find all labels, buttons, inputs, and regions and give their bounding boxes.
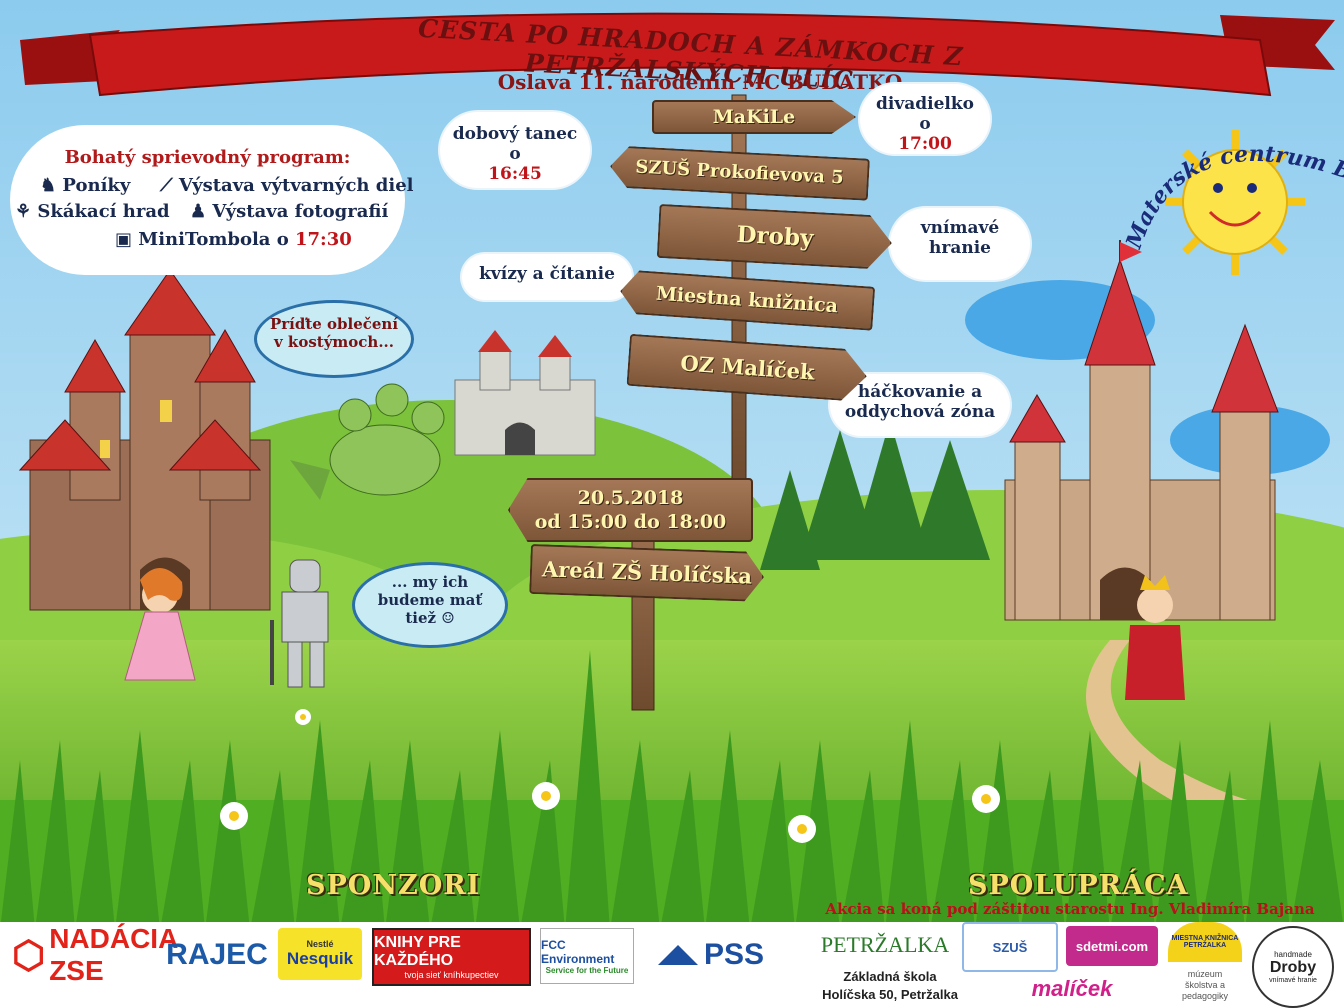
program-item-ponies: ♞ Poníky: [40, 175, 131, 196]
logo-szus[interactable]: SZUŠ: [962, 922, 1058, 972]
event-time: od 15:00 do 18:00: [534, 511, 727, 533]
logo-pss[interactable]: PSS: [648, 930, 774, 980]
cloud-quiz: kvízy a čítanie: [462, 254, 632, 300]
program-item-art-exhibition: ⟋ Výstava výtvarných diel: [160, 175, 414, 196]
logo-sdetmi[interactable]: sdetmi.com: [1066, 926, 1158, 966]
cloud-crochet: háčkovanie a oddychová zóna: [830, 374, 1010, 436]
distant-castle: [454, 330, 596, 456]
logo-malicek[interactable]: malíček: [1031, 976, 1113, 1001]
knight: [270, 559, 329, 688]
cloud-theatre: divadielko o 17:00: [860, 84, 990, 154]
sponsors-label: SPONZORI: [306, 870, 481, 901]
logo-petrzalka[interactable]: PETRŽALKA: [820, 932, 950, 957]
program-item-tombola: ▣ MiniTombola o 17:30: [115, 229, 352, 250]
bubble-knight: ... my ich budeme mať tiež ☺: [352, 562, 508, 648]
sun-logo: [1165, 130, 1305, 275]
daisy-flowers: [220, 709, 1000, 843]
patron-text: Akcia sa koná pod záštitou starostu Ing.…: [825, 900, 1315, 918]
right-castle: [965, 240, 1330, 621]
svg-text:Materské centrum Budatko: Materské centrum Budatko: [1120, 120, 1344, 253]
ribbon-banner: [20, 12, 1335, 97]
house-icon: [657, 945, 698, 965]
event-subtitle: Oslava 11. narodenín MC BUDATKO: [497, 70, 903, 94]
sign-venue: Areál ZŠ Holíčska: [529, 544, 765, 602]
jumping-icon: ⚘: [15, 201, 32, 222]
logo-knihy-pre-kazdeho[interactable]: KNIHY PRE KAŽDÉHO tvoja sieť kníhkupecti…: [372, 928, 531, 986]
sign-makile: MaKiLe: [652, 100, 856, 134]
logo-droby[interactable]: handmade Droby vnímavé hranie: [1252, 926, 1334, 1008]
mc-budatko-title: Materské centrum Budatko: [1112, 100, 1344, 280]
logo-miestna-kniznica[interactable]: MIESTNA KNIŽNICA PETRŽALKA: [1168, 922, 1242, 962]
mc-title-arc: Materské centrum Budatko: [1112, 100, 1344, 253]
sign-date-time: 20.5.2018 od 15:00 do 18:00: [508, 478, 753, 542]
event-date: 20.5.2018: [577, 487, 684, 509]
zse-mark-icon: ⬡: [12, 934, 46, 977]
logo-nadacia-zse[interactable]: ⬡ NADÁCIA ZSE: [12, 923, 178, 986]
logo-fcc[interactable]: FCC Environment Service for the Future: [540, 928, 634, 984]
cloud-play: vnímavé hranie: [890, 208, 1030, 280]
program-item-photo-exhibition: ♟ Výstava fotografií: [190, 201, 389, 222]
logo-nesquik[interactable]: Nestlé Nesquik: [278, 928, 362, 980]
program-title: Bohatý sprievodný program:: [64, 147, 351, 168]
school-address: Základná škola Holíčska 50, Petržalka: [822, 969, 958, 1002]
dragon: [290, 383, 445, 500]
brush-icon: ⟋: [160, 175, 173, 196]
person-icon: ♟: [190, 201, 207, 222]
princess: [124, 567, 196, 681]
program-item-bouncy-castle: ⚘ Skákací hrad: [15, 201, 170, 222]
program-cloud: Bohatý sprievodný program: ♞ Poníky ⟋ Vý…: [10, 125, 414, 275]
gift-icon: ▣: [115, 229, 133, 250]
logo-rajec[interactable]: RAJEC: [166, 938, 268, 971]
cooperation-label: SPOLUPRÁCA: [968, 870, 1189, 901]
cloud-dance: dobový tanec o 16:45: [440, 112, 590, 188]
king: [1125, 575, 1185, 700]
trees: [760, 420, 990, 570]
logo-muzeum-skolstva[interactable]: múzeum školstva a pedagogiky: [1181, 968, 1229, 1001]
horse-icon: ♞: [40, 175, 57, 196]
bubble-costumes: Príďte oblečení v kostýmoch...: [254, 300, 414, 378]
